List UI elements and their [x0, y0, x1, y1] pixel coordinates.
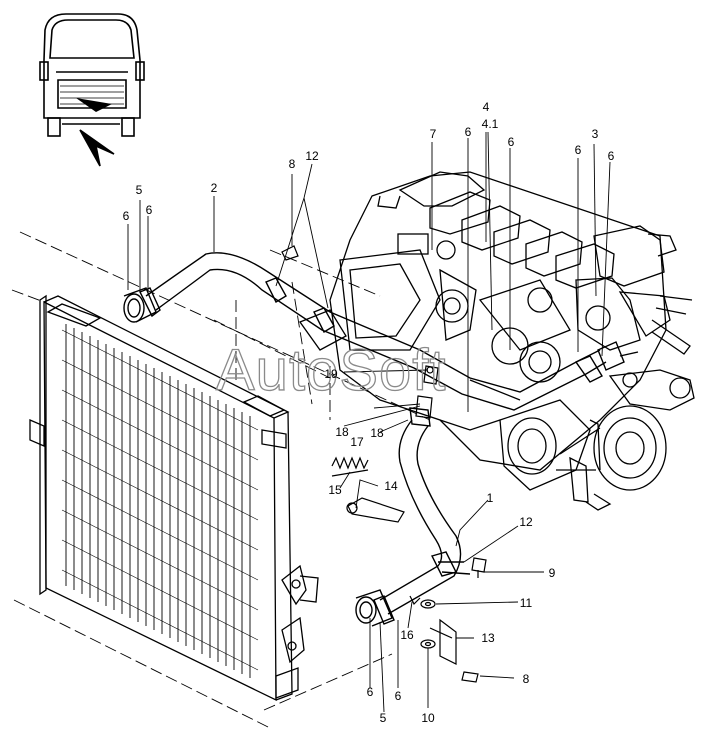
- callout-6: 6: [395, 689, 402, 703]
- callout-labels: 6 5 6 2 8 12 7 6 4 4.1 6 6 3 6 19 18 17 …: [123, 100, 615, 725]
- callout-18: 18: [370, 426, 384, 440]
- callout-10: 10: [421, 711, 435, 725]
- leader-lines: [127, 131, 611, 713]
- lower-coolant-hose: [355, 407, 471, 627]
- radiator: [29, 294, 319, 702]
- callout-1: 1: [487, 491, 494, 505]
- callout-6: 6: [367, 685, 374, 699]
- callout-6: 6: [465, 125, 472, 139]
- small-fittings: [281, 245, 487, 683]
- callout-18: 18: [335, 425, 349, 439]
- callout-5: 5: [136, 183, 143, 197]
- callout-3: 3: [592, 127, 599, 141]
- callout-6: 6: [575, 143, 582, 157]
- callout-12: 12: [305, 149, 319, 163]
- truck-locator-icon: [39, 13, 145, 167]
- engine: [298, 171, 695, 511]
- callout-6: 6: [608, 149, 615, 163]
- callout-16: 16: [400, 628, 414, 642]
- callout-6: 6: [146, 203, 153, 217]
- callout-12: 12: [519, 515, 533, 529]
- reference-lines: [11, 231, 431, 729]
- callout-11: 11: [520, 596, 533, 610]
- callout-4: 4: [483, 100, 490, 114]
- callout-13: 13: [481, 631, 495, 645]
- callout-7: 7: [430, 127, 437, 141]
- callout-5: 5: [380, 711, 387, 725]
- callout-15: 15: [328, 483, 342, 497]
- callout-8: 8: [289, 157, 296, 171]
- callout-6: 6: [508, 135, 515, 149]
- callout-14: 14: [384, 479, 398, 493]
- callout-4-1: 4.1: [482, 117, 499, 131]
- callout-19: 19: [324, 367, 338, 381]
- upper-coolant-hose: [123, 252, 639, 411]
- callout-9: 9: [549, 566, 556, 580]
- callout-6: 6: [123, 209, 130, 223]
- callout-17: 17: [350, 435, 364, 449]
- radiator-core: [61, 324, 259, 678]
- callout-2: 2: [211, 181, 218, 195]
- watermark-text: AutoSoft: [216, 338, 446, 403]
- callout-8: 8: [523, 672, 530, 686]
